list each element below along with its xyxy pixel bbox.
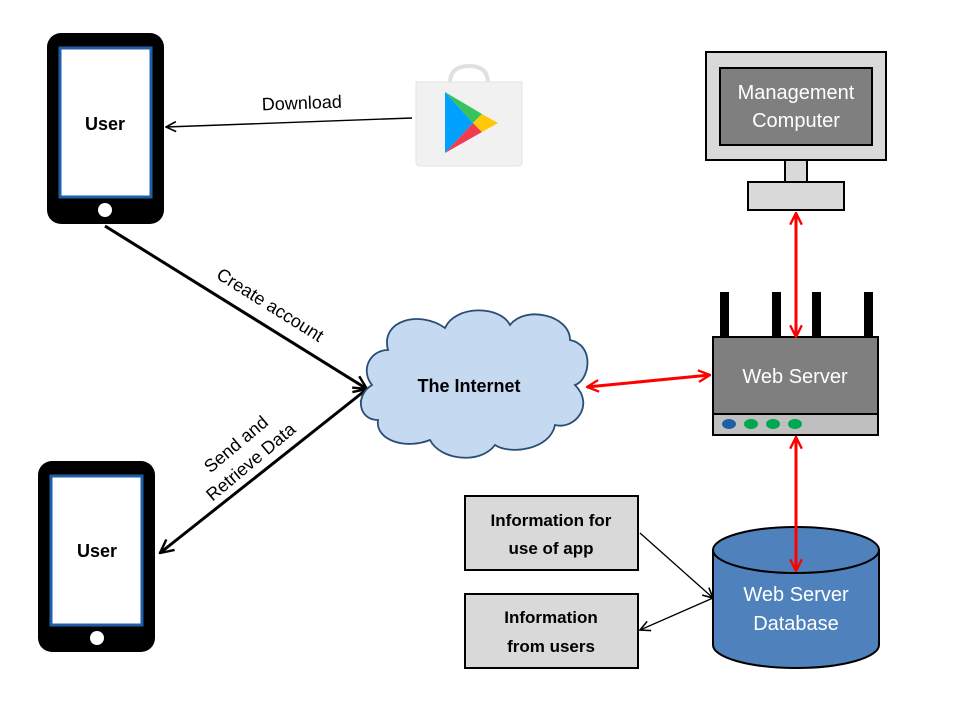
download-arrow — [166, 117, 413, 127]
web-server: Web Server — [712, 292, 879, 436]
web-server-label: Web Server — [742, 366, 848, 388]
management-computer-label-line2: Computer — [752, 110, 840, 132]
database-label-line1: Web Server — [743, 584, 849, 606]
cloud-icon — [360, 309, 589, 459]
info-use-of-app-line1: Information for — [491, 511, 612, 530]
google-play-store-icon — [415, 63, 523, 167]
database-cylinder-icon — [712, 549, 880, 669]
info-to-database-arrow — [639, 532, 713, 598]
send-retrieve-arrow — [160, 389, 367, 553]
create-account-arrow — [104, 224, 367, 389]
management-computer: Management Computer — [705, 51, 887, 211]
info-box-from-users: Information from users — [464, 593, 639, 669]
user-label-bottom: User — [77, 541, 117, 561]
database-to-info-arrow — [640, 597, 714, 630]
internet-label: The Internet — [417, 376, 520, 396]
info-use-of-app-line2: use of app — [508, 539, 593, 558]
info-from-users-line1: Information — [504, 608, 598, 627]
user-label-top: User — [85, 114, 125, 134]
internet-cloud: The Internet — [360, 309, 589, 459]
info-box-use-of-app: Information for use of app — [464, 495, 639, 571]
user-phone-top: User — [47, 33, 164, 224]
internet-server-link-arrow — [587, 375, 710, 387]
user-phone-bottom: User — [38, 461, 155, 652]
management-computer-label-line1: Management — [738, 82, 855, 104]
database-label-line2: Database — [753, 613, 839, 635]
send-retrieve-label: Send and Retrieve Data — [200, 412, 300, 505]
download-label: Download — [261, 92, 342, 115]
info-from-users-line2: from users — [507, 637, 595, 656]
